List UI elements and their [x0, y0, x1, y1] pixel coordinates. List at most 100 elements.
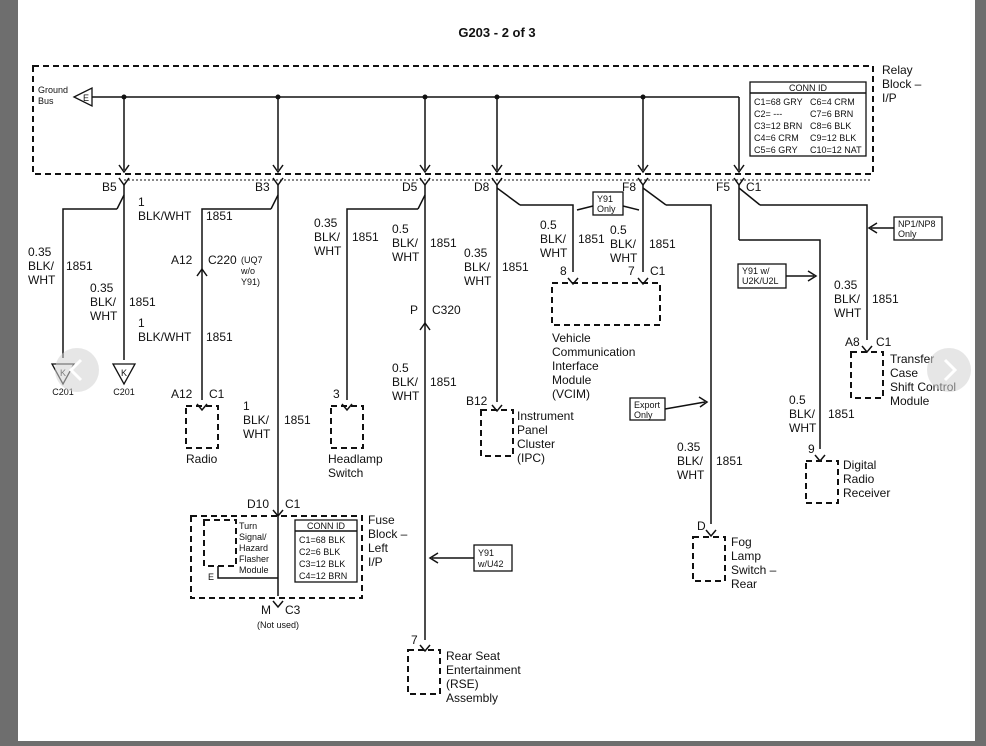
headlamp-switch-module [330, 405, 364, 449]
pin-f8: F8 [622, 180, 636, 194]
relay-block [32, 65, 874, 175]
svg-text:1851: 1851 [352, 230, 379, 244]
previous-page-button[interactable] [55, 348, 99, 392]
note-y91-w [737, 263, 787, 289]
vcim-pin-b: 7 [628, 264, 635, 278]
svg-text:C201: C201 [52, 387, 74, 397]
svg-text:C3=12 BRN: C3=12 BRN [754, 121, 802, 131]
note-y91-u42 [473, 544, 513, 572]
fuse-block-bottom-pin: M [261, 603, 271, 617]
radio-conn: C1 [209, 387, 225, 401]
svg-text:C3=12 BLK: C3=12 BLK [299, 559, 345, 569]
digital-radio-pin: 9 [808, 442, 815, 456]
svg-text:1851: 1851 [66, 259, 93, 273]
next-page-button[interactable] [927, 348, 971, 392]
svg-text:1851: 1851 [502, 260, 529, 274]
note-y91-only [592, 191, 624, 216]
c220-name: C220 [208, 253, 237, 267]
ipc-module [480, 409, 514, 457]
svg-text:C201: C201 [113, 387, 135, 397]
svg-text:C10=12 NAT: C10=12 NAT [810, 145, 862, 155]
pin-c1: C1 [746, 180, 762, 194]
fuse-block-pin: D10 [247, 497, 269, 511]
transfer-case-module [850, 351, 884, 399]
svg-text:Y91 w/U2K/U2L: Y91 w/U2K/U2L [742, 266, 779, 286]
svg-text:1851: 1851 [578, 232, 605, 246]
vcim-pin-a: 8 [560, 264, 567, 278]
fog-lamp-switch-module [692, 536, 726, 582]
fuse-block [190, 515, 363, 599]
transfer-case-pin: A8 [845, 335, 860, 349]
svg-text:C2=6 BLK: C2=6 BLK [299, 547, 340, 557]
fuse-block-bottom-conn: C3 [285, 603, 301, 617]
svg-text:1851: 1851 [430, 236, 457, 250]
chevron-left-icon [68, 358, 83, 382]
svg-text:CONN ID: CONN ID [789, 83, 828, 93]
transfer-case-conn: C1 [876, 335, 892, 349]
c320-pin: P [410, 303, 418, 317]
svg-text:C5=6 GRY: C5=6 GRY [754, 145, 798, 155]
headlamp-pin: 3 [333, 387, 340, 401]
digital-radio-module [805, 460, 839, 504]
svg-text:C1=68 BLK: C1=68 BLK [299, 535, 345, 545]
flasher-pin: E [208, 572, 214, 582]
radio-module [185, 405, 219, 449]
svg-text:C8=6 BLK: C8=6 BLK [810, 121, 851, 131]
svg-text:1851: 1851 [828, 407, 855, 421]
svg-text:C2= ---: C2= --- [754, 109, 782, 119]
svg-text:1851: 1851 [129, 295, 156, 309]
relay-conn-id-table: CONN ID C1=68 GRY C6=4 CRM C2= --- C7=6 … [749, 81, 867, 157]
fog-lamp-pin: D [697, 519, 706, 533]
fuse-block-not-used: (Not used) [257, 620, 299, 630]
svg-text:C6=4 CRM: C6=4 CRM [810, 97, 855, 107]
svg-text:C4=6 CRM: C4=6 CRM [754, 133, 799, 143]
pin-f5: F5 [716, 180, 730, 194]
svg-text:1851: 1851 [206, 330, 233, 344]
flasher-module [203, 519, 237, 567]
c220-pin: A12 [171, 253, 193, 267]
svg-text:1851: 1851 [430, 375, 457, 389]
chevron-right-icon [943, 358, 958, 382]
svg-text:C7=6 BRN: C7=6 BRN [810, 109, 853, 119]
ground-g2-icon: K C201 [111, 363, 137, 397]
svg-text:K: K [121, 368, 127, 378]
svg-text:C1=68 GRY: C1=68 GRY [754, 97, 803, 107]
svg-text:1851: 1851 [206, 209, 233, 223]
pin-b5: B5 [102, 180, 117, 194]
pin-d8: D8 [474, 180, 490, 194]
pin-b3: B3 [255, 180, 270, 194]
vcim-module [551, 282, 661, 326]
rse-pin: 7 [411, 633, 418, 647]
rse-module [407, 649, 441, 695]
svg-text:1851: 1851 [872, 292, 899, 306]
pin-d5: D5 [402, 180, 418, 194]
